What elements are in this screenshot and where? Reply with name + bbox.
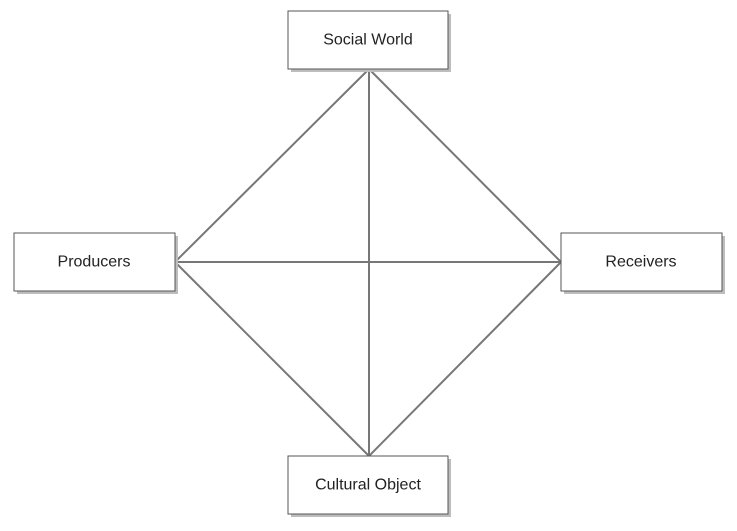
node-label-receivers: Receivers (605, 254, 676, 271)
edge-producers-cultural-object (174, 261, 370, 457)
node-label-cultural-object: Cultural Object (315, 477, 421, 494)
node-producers: Producers (13, 232, 178, 294)
box-frame (13, 232, 176, 292)
edge-social-world-receivers (368, 68, 562, 263)
node-social-world: Social World (287, 10, 451, 72)
edge-social-world-producers (174, 68, 370, 263)
node-label-social-world: Social World (323, 32, 413, 49)
node-label-producers: Producers (58, 254, 131, 271)
box-frame (287, 455, 449, 515)
edge-receivers-cultural-object (368, 261, 562, 457)
node-cultural-object: Cultural Object (287, 455, 451, 517)
node-receivers: Receivers (560, 232, 725, 294)
box-frame (560, 232, 723, 292)
connector-lines (174, 68, 562, 457)
box-frame (287, 10, 449, 70)
